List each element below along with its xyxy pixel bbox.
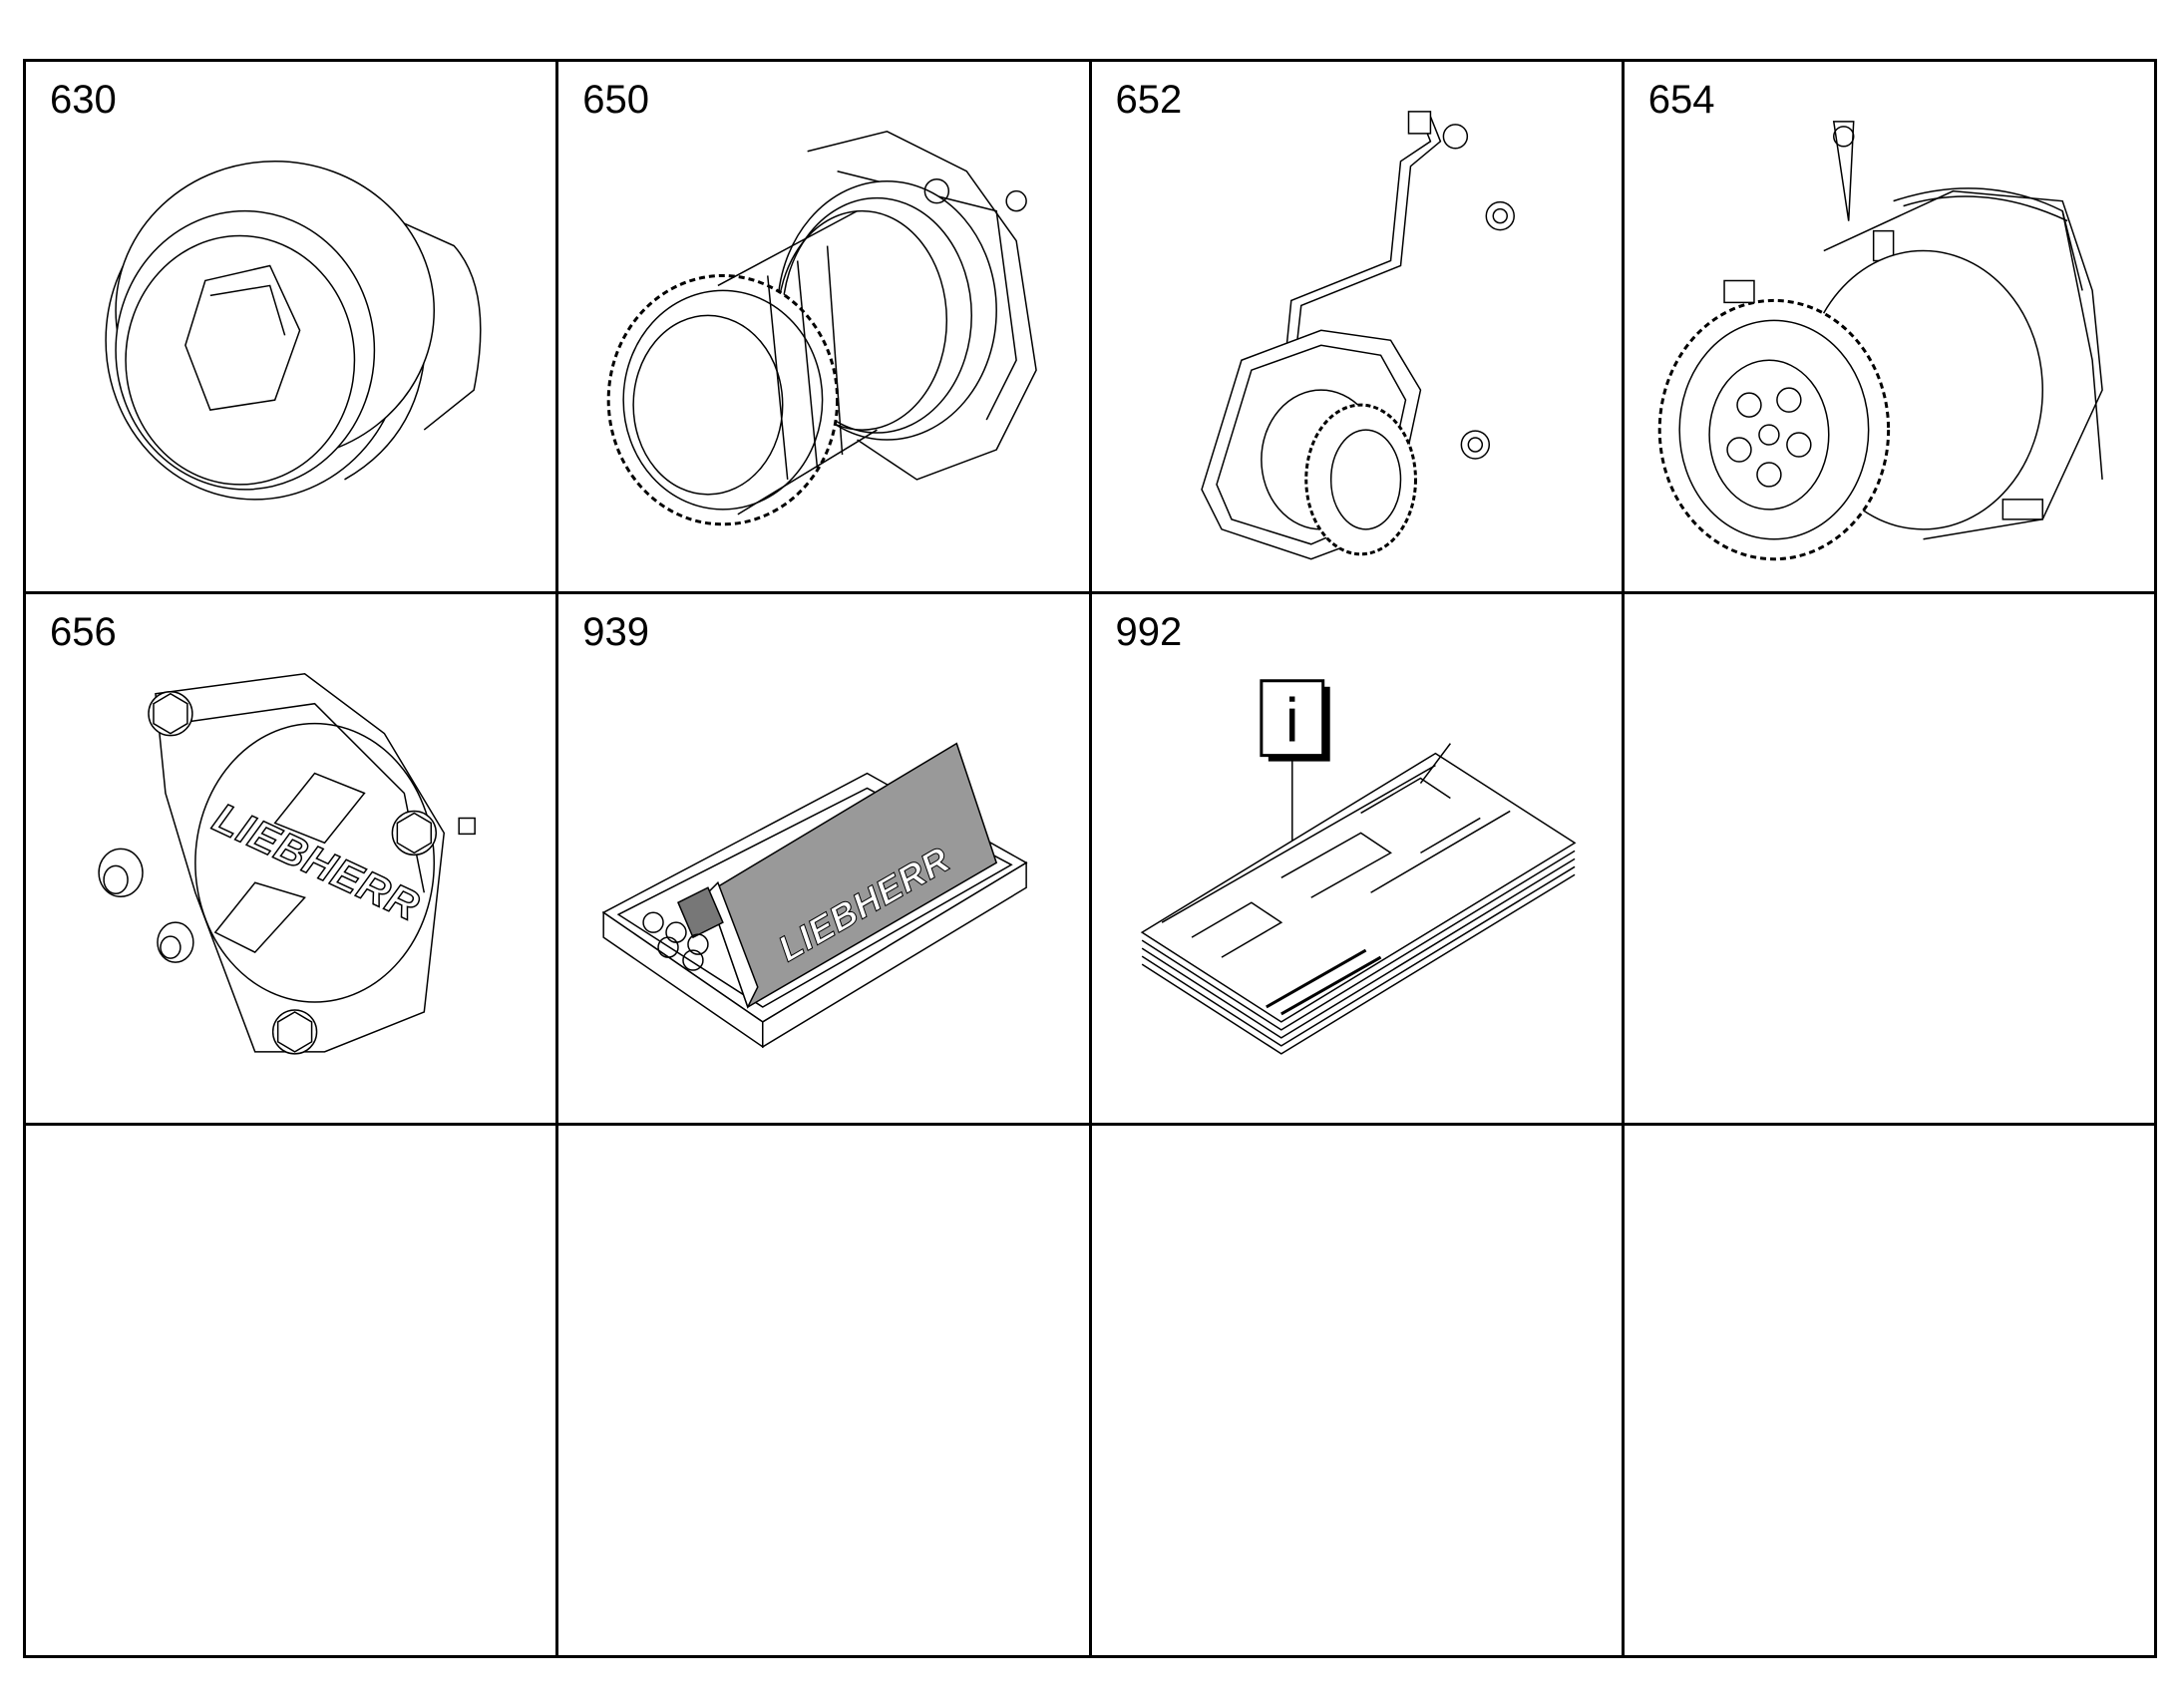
- grid-cell-empty-11: [1091, 1126, 1625, 1658]
- grid-cell-992[interactable]: 992 i: [1091, 593, 1625, 1127]
- grid-cell-empty-9: [26, 1126, 559, 1658]
- screw-plug-illustration: [26, 62, 555, 591]
- cell-label: 656: [50, 609, 117, 654]
- grid-cell-empty-10: [558, 1126, 1092, 1658]
- gear-pump-illustration: [558, 62, 1088, 591]
- pump-with-line-illustration: [1092, 62, 1622, 591]
- parts-illustration-grid: 630 650: [23, 59, 2157, 1658]
- info-icon: i: [1284, 686, 1298, 755]
- cell-label: 650: [582, 78, 649, 122]
- grid-cell-654[interactable]: 654: [1624, 62, 2157, 594]
- cell-label: 630: [50, 78, 117, 122]
- information-documents-illustration: i: [1092, 594, 1622, 1124]
- grid-cell-empty-12: [1624, 1126, 2157, 1658]
- cell-label: 939: [582, 609, 649, 654]
- original-parts-box-illustration: LIEBHERR: [558, 594, 1088, 1124]
- grid-cell-630[interactable]: 630: [26, 62, 559, 594]
- grid-cell-empty-8: [1624, 593, 2157, 1127]
- grid-cell-650[interactable]: 650: [558, 62, 1092, 594]
- cover-plate-illustration: LIEBHERR: [26, 594, 555, 1124]
- grid-cell-939[interactable]: 939 LIEBHERR: [558, 593, 1092, 1127]
- grid-cell-656[interactable]: 656 LIEBHERR: [26, 593, 559, 1127]
- cell-label: 654: [1647, 78, 1715, 122]
- cell-label: 992: [1115, 609, 1183, 654]
- grid-cell-652[interactable]: 652: [1091, 62, 1625, 594]
- pump-assembly-illustration: [1625, 62, 2154, 591]
- cell-label: 652: [1115, 78, 1183, 122]
